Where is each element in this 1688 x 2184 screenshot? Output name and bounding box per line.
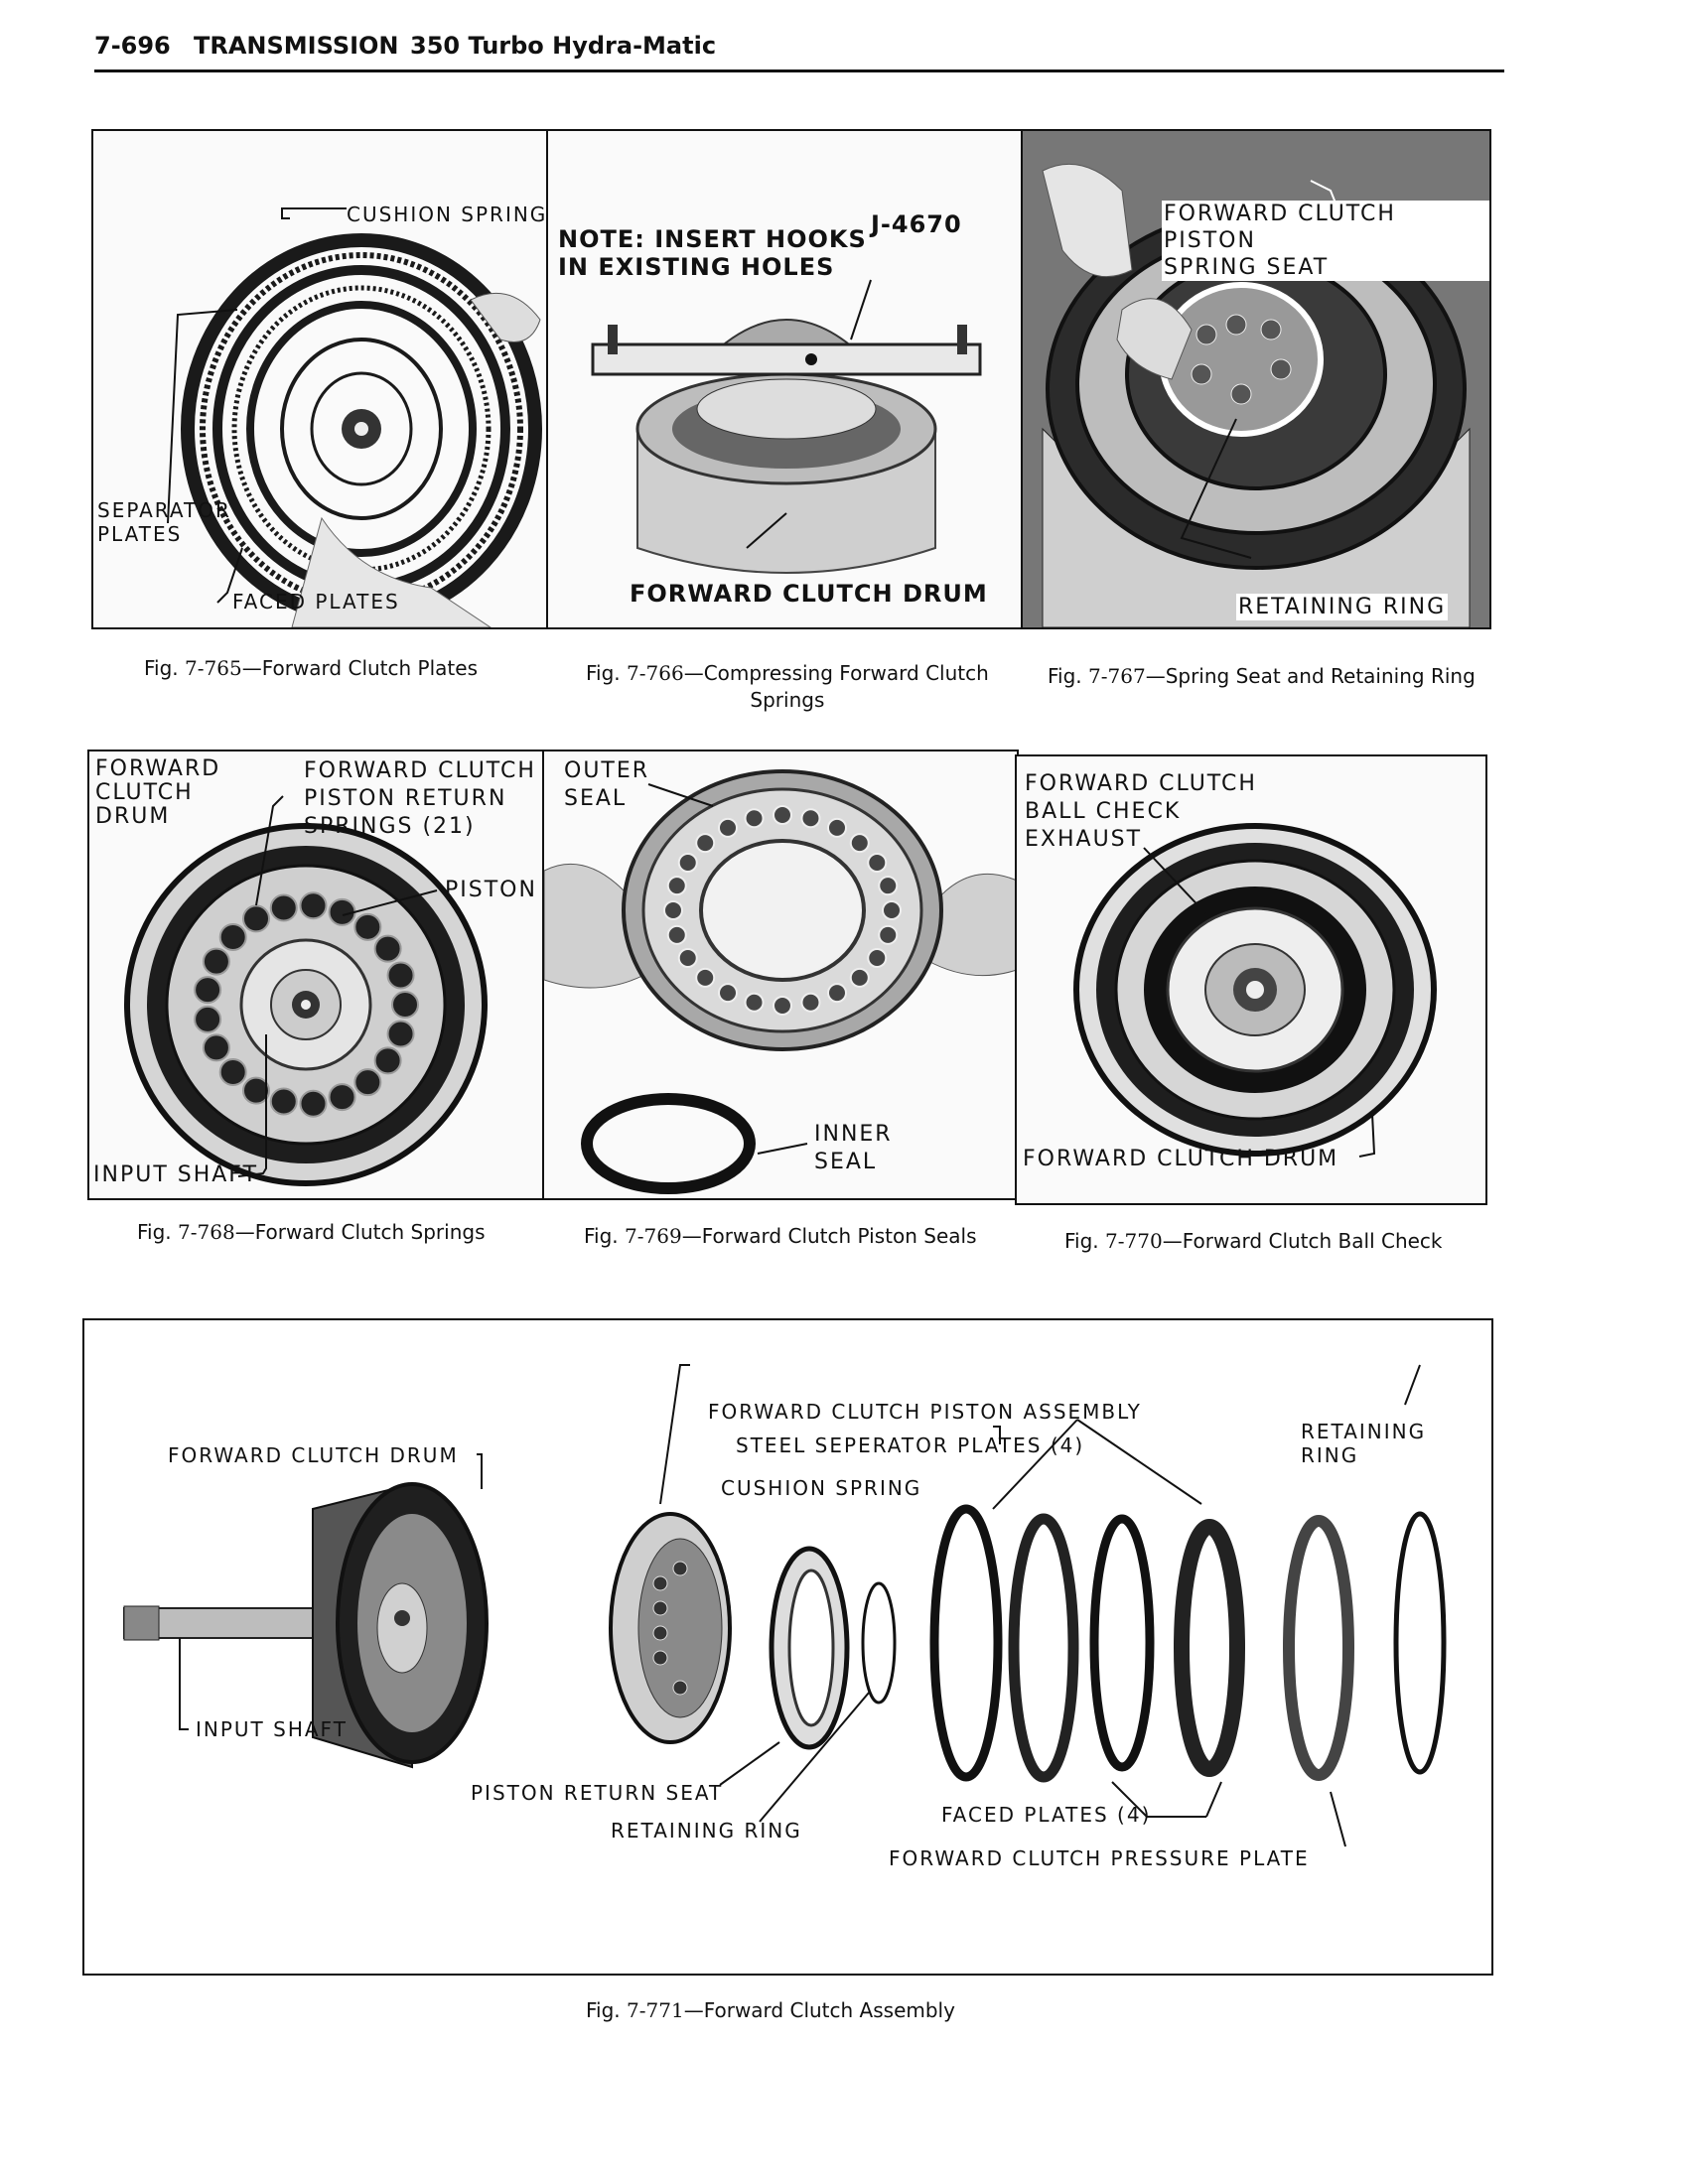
compressing-springs-illustration	[548, 131, 1023, 627]
figure-7-765-panel: CUSHION SPRING SEPARATOR PLATES FACED PL…	[91, 129, 550, 629]
forward-clutch-piston-seals-illustration	[544, 751, 1017, 1198]
figure-7-766-panel: NOTE: INSERT HOOKS IN EXISTING HOLES J-4…	[546, 129, 1025, 629]
faced-plates-label: FACED PLATES	[232, 590, 400, 614]
caption-7-765: Fig. 7-765—Forward Clutch Plates	[144, 656, 478, 680]
section-subtitle: 350 Turbo Hydra-Matic	[410, 32, 717, 60]
spring-pocket	[677, 853, 698, 873]
steel-separator-plates-label: STEEL SEPERATOR PLATES (4)	[736, 1433, 1085, 1457]
piston-spring-seat-label: FORWARD CLUTCH PISTON SPRING SEAT	[1162, 201, 1489, 281]
return-spring	[386, 961, 415, 990]
return-spring	[202, 1033, 230, 1062]
spring-pocket	[663, 900, 683, 920]
forward-clutch-drum-label-768: FORWARD CLUTCH DRUM	[95, 756, 221, 829]
forward-clutch-assembly-illustration	[84, 1320, 1491, 1974]
figure-7-769-panel: OUTER SEAL INNER SEAL	[542, 750, 1019, 1200]
return-spring	[391, 991, 419, 1019]
return-spring	[218, 1058, 247, 1087]
return-spring	[194, 976, 222, 1005]
page-header: 7-696 TRANSMISSION 350 Turbo Hydra-Matic	[94, 28, 1504, 71]
header-rule	[94, 69, 1504, 72]
spring-pocket	[827, 817, 847, 838]
return-spring	[269, 1087, 298, 1116]
spring-pocket	[666, 924, 687, 945]
return-spring	[299, 891, 328, 920]
figure-7-768-panel: FORWARD CLUTCH DRUM FORWARD CLUTCH PISTO…	[87, 750, 546, 1200]
input-shaft-label-768: INPUT SHAFT	[93, 1162, 259, 1187]
spring-pocket	[695, 967, 716, 988]
return-spring	[373, 1046, 402, 1075]
spring-pocket	[849, 833, 870, 854]
spring-pocket	[718, 983, 738, 1004]
outer-seal-label: OUTER SEAL	[564, 758, 650, 811]
spring-pocket	[718, 817, 738, 838]
forward-clutch-ball-check-illustration	[1017, 756, 1485, 1203]
figure-7-770-panel: FORWARD CLUTCH BALL CHECK EXHAUST FORWAR…	[1015, 754, 1487, 1205]
piston-label: PISTON	[445, 878, 537, 902]
return-spring	[194, 1005, 222, 1033]
spring-pocket	[882, 900, 902, 920]
spring-pocket	[744, 808, 765, 829]
spring-pocket	[827, 983, 847, 1004]
return-spring	[328, 1083, 356, 1112]
return-spring	[269, 893, 298, 922]
return-spring	[353, 1068, 382, 1097]
return-spring	[386, 1020, 415, 1048]
caption-7-766: Fig. 7-766—Compressing Forward Clutch Sp…	[586, 661, 989, 712]
return-spring	[299, 1089, 328, 1118]
separator-plates-label: SEPARATOR PLATES	[97, 498, 231, 546]
spring-pocket	[677, 948, 698, 968]
caption-7-768: Fig. 7-768—Forward Clutch Springs	[137, 1220, 486, 1244]
return-spring	[218, 922, 247, 951]
return-spring	[373, 934, 402, 963]
forward-clutch-springs-illustration	[89, 751, 544, 1198]
retaining-ring-label-771: RETAINING RING	[611, 1819, 802, 1843]
forward-clutch-plates-illustration	[93, 131, 548, 627]
cushion-spring-label: CUSHION SPRING	[347, 203, 548, 226]
piston-return-springs-label: FORWARD CLUTCH PISTON RETURN SPRINGS (21…	[304, 758, 536, 839]
retaining-ring-top-label: RETAINING RING	[1301, 1420, 1427, 1467]
spring-pocket	[878, 924, 899, 945]
spring-pocket	[849, 967, 870, 988]
tool-j4670-label: J-4670	[871, 210, 962, 238]
spring-pocket	[878, 876, 899, 896]
cushion-spring-label-771: CUSHION SPRING	[721, 1476, 922, 1500]
piston-return-seat-label: PISTON RETURN SEAT	[471, 1781, 724, 1805]
ball-check-exhaust-label: FORWARD CLUTCH BALL CHECK EXHAUST	[1025, 771, 1257, 852]
caption-7-769: Fig. 7-769—Forward Clutch Piston Seals	[584, 1224, 977, 1248]
spring-pocket	[800, 992, 821, 1013]
spring-pocket	[666, 876, 687, 896]
spring-pocket	[867, 948, 888, 968]
note-insert-hooks-label: NOTE: INSERT HOOKS IN EXISTING HOLES	[558, 225, 867, 281]
retaining-ring-label: RETAINING RING	[1236, 594, 1449, 620]
figure-7-767-panel: FORWARD CLUTCH PISTON SPRING SEAT RETAIN…	[1021, 129, 1491, 629]
inner-seal-label: INNER SEAL	[814, 1122, 893, 1174]
caption-7-771: Fig. 7-771—Forward Clutch Assembly	[586, 1998, 955, 2022]
page-number: 7-696	[94, 32, 171, 60]
forward-clutch-drum-label-770: FORWARD CLUTCH DRUM	[1023, 1147, 1339, 1171]
pressure-plate-label: FORWARD CLUTCH PRESSURE PLATE	[889, 1846, 1310, 1870]
forward-clutch-drum-label-771: FORWARD CLUTCH DRUM	[168, 1443, 459, 1467]
figure-7-771-panel: FORWARD CLUTCH PISTON ASSEMBLY STEEL SEP…	[82, 1318, 1493, 1976]
spring-pocket	[773, 805, 792, 825]
spring-pocket	[773, 996, 792, 1016]
spring-pocket	[867, 853, 888, 873]
piston-assembly-label: FORWARD CLUTCH PISTON ASSEMBLY	[708, 1400, 1142, 1424]
forward-clutch-drum-label: FORWARD CLUTCH DRUM	[630, 580, 988, 608]
spring-pocket	[744, 992, 765, 1013]
faced-plates-label-771: FACED PLATES (4)	[941, 1803, 1152, 1827]
return-spring	[353, 912, 382, 941]
section-title: TRANSMISSION	[194, 32, 399, 60]
return-spring	[202, 947, 230, 976]
caption-7-767: Fig. 7-767—Spring Seat and Retaining Rin…	[1048, 664, 1476, 688]
caption-7-770: Fig. 7-770—Forward Clutch Ball Check	[1064, 1229, 1443, 1253]
spring-pocket	[800, 808, 821, 829]
input-shaft-label-771: INPUT SHAFT	[196, 1717, 348, 1741]
return-spring	[242, 904, 270, 933]
spring-pocket	[695, 833, 716, 854]
return-spring	[242, 1076, 270, 1105]
